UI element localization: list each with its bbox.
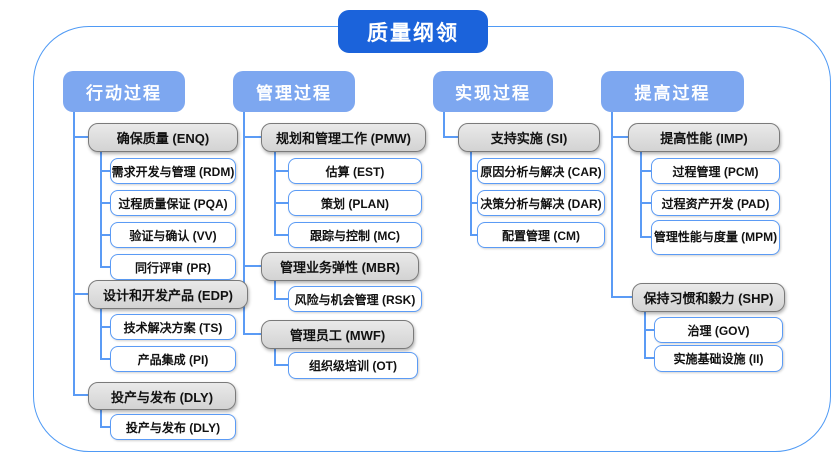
leaf-node-mpm: 管理性能与度量 (MPM) (651, 220, 780, 255)
connector-line (443, 136, 458, 138)
connector-line (644, 310, 646, 357)
leaf-node-pad: 过程资产开发 (PAD) (651, 190, 780, 216)
connector-line (100, 358, 110, 360)
connector-line (100, 150, 102, 266)
connector-line (644, 329, 654, 331)
connector-line (243, 112, 245, 334)
connector-line (100, 202, 110, 204)
connector-line (100, 266, 110, 268)
column-header-management: 管理过程 (233, 71, 355, 112)
leaf-node-dly: 投产与发布 (DLY) (110, 414, 236, 440)
connector-line (274, 298, 288, 300)
connector-line (100, 326, 110, 328)
connector-line (274, 279, 276, 298)
connector-line (100, 408, 102, 426)
leaf-node-pr: 同行评审 (PR) (110, 254, 236, 280)
leaf-node-rsk: 风险与机会管理 (RSK) (288, 286, 422, 312)
group-node-shp: 保持习惯和毅力 (SHP) (632, 283, 785, 312)
connector-line (611, 136, 628, 138)
leaf-node-pqa: 过程质量保证 (PQA) (110, 190, 236, 216)
connector-line (243, 136, 261, 138)
connector-line (100, 170, 110, 172)
column-header-implementation: 实现过程 (433, 71, 553, 112)
leaf-node-rdm: 需求开发与管理 (RDM) (110, 158, 236, 184)
group-node-edp: 设计和开发产品 (EDP) (88, 280, 248, 309)
group-node-pmw: 规划和管理工作 (PMW) (261, 123, 426, 152)
leaf-node-dar: 决策分析与解决 (DAR) (477, 190, 605, 216)
connector-line (274, 170, 288, 172)
group-node-mbr: 管理业务弹性 (MBR) (261, 252, 419, 281)
leaf-node-pcm: 过程管理 (PCM) (651, 158, 780, 184)
connector-line (470, 234, 477, 236)
leaf-node-mc: 跟踪与控制 (MC) (288, 222, 422, 248)
connector-line (274, 202, 288, 204)
leaf-node-cm: 配置管理 (CM) (477, 222, 605, 248)
column-header-improvement: 提高过程 (601, 71, 744, 112)
leaf-node-est: 估算 (EST) (288, 158, 422, 184)
connector-line (100, 307, 102, 358)
connector-line (611, 112, 613, 297)
connector-line (470, 170, 477, 172)
connector-line (274, 234, 288, 236)
connector-line (640, 236, 651, 238)
connector-line (640, 150, 642, 236)
connector-line (470, 202, 477, 204)
leaf-node-ii: 实施基础设施 (II) (654, 345, 783, 372)
connector-line (640, 170, 651, 172)
diagram-title: 质量纲领 (338, 10, 488, 53)
group-node-enq: 确保质量 (ENQ) (88, 123, 238, 152)
connector-line (73, 136, 88, 138)
group-node-si: 支持实施 (SI) (458, 123, 600, 152)
connector-line (611, 296, 632, 298)
connector-line (73, 394, 88, 396)
leaf-node-plan: 策划 (PLAN) (288, 190, 422, 216)
leaf-node-ts: 技术解决方案 (TS) (110, 314, 236, 340)
connector-line (644, 357, 654, 359)
connector-line (470, 150, 472, 234)
leaf-node-gov: 治理 (GOV) (654, 317, 783, 343)
connector-line (443, 112, 445, 137)
group-node-imp: 提高性能 (IMP) (628, 123, 780, 152)
connector-line (100, 234, 110, 236)
connector-line (640, 202, 651, 204)
connector-line (243, 265, 261, 267)
leaf-node-vv: 验证与确认 (VV) (110, 222, 236, 248)
leaf-node-car: 原因分析与解决 (CAR) (477, 158, 605, 184)
group-node-dly: 投产与发布 (DLY) (88, 382, 236, 410)
connector-line (243, 333, 261, 335)
connector-line (73, 112, 75, 395)
group-node-mwf: 管理员工 (MWF) (261, 320, 414, 349)
leaf-node-pi: 产品集成 (PI) (110, 346, 236, 372)
connector-line (274, 150, 276, 234)
connector-line (73, 293, 88, 295)
connector-line (274, 364, 288, 366)
column-header-action: 行动过程 (63, 71, 185, 112)
leaf-node-ot: 组织级培训 (OT) (288, 352, 418, 379)
connector-line (274, 347, 276, 364)
connector-line (100, 426, 110, 428)
